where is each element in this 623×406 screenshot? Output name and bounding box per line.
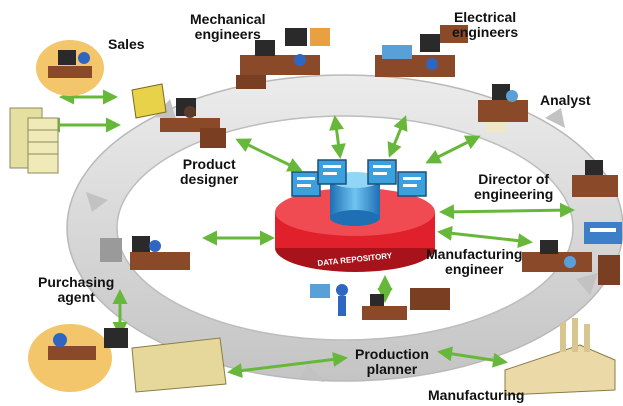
production-planner-workstation	[310, 284, 450, 320]
arrow-planner-supplier	[227, 352, 348, 378]
label-electrical-engineers: Electrical engineers	[452, 9, 519, 40]
arrow-designer-hub	[235, 138, 303, 172]
hub-monitor-3	[367, 159, 397, 185]
arrow-planner-manufacturing	[437, 346, 508, 368]
arrow-director-hub	[439, 202, 575, 220]
mechanical-engineers-workstation	[236, 28, 330, 89]
arrow-mechanical-hub	[329, 115, 346, 159]
manufacturing-engineer-workstation	[522, 240, 620, 285]
label-production-planner: Production planner	[355, 346, 429, 377]
hub-monitor-1	[291, 171, 321, 197]
analyst-workstation	[478, 84, 528, 132]
arrow-electrical-hub	[387, 115, 408, 158]
electrical-engineers-workstation	[375, 25, 468, 77]
hub-monitor-4	[397, 171, 427, 197]
manufacturing-plant	[504, 318, 616, 396]
label-director-of-engineering: Director of engineering	[474, 171, 554, 202]
label-product-designer: Product designer	[180, 156, 239, 187]
arrow-analyst-hub	[425, 135, 481, 164]
ring-arrow-topright	[545, 108, 565, 128]
office-building	[9, 107, 59, 174]
hub-monitor-2	[317, 159, 347, 185]
director-workstation	[572, 160, 622, 244]
data-repository: DATA REPOSITORY	[275, 159, 435, 272]
label-purchasing-agent: Purchasing agent	[38, 274, 115, 305]
label-analyst: Analyst	[540, 92, 591, 108]
label-manufacturing-engineer: Manufacturing engineer	[426, 246, 523, 277]
purchasing-agent-workstation	[100, 236, 190, 270]
sales-workstation	[36, 40, 104, 96]
label-sales: Sales	[108, 36, 145, 52]
connector-arrows	[45, 89, 575, 378]
ring-arrow-left	[86, 192, 108, 212]
label-manufacturing: Manufacturing	[428, 387, 525, 403]
label-mechanical-engineers: Mechanical engineers	[190, 11, 266, 42]
supplier-factory	[28, 324, 227, 393]
arrow-mfg-engineer-hub	[437, 225, 533, 249]
ring-arrow-right	[576, 273, 598, 295]
product-designer-workstation	[131, 83, 226, 148]
